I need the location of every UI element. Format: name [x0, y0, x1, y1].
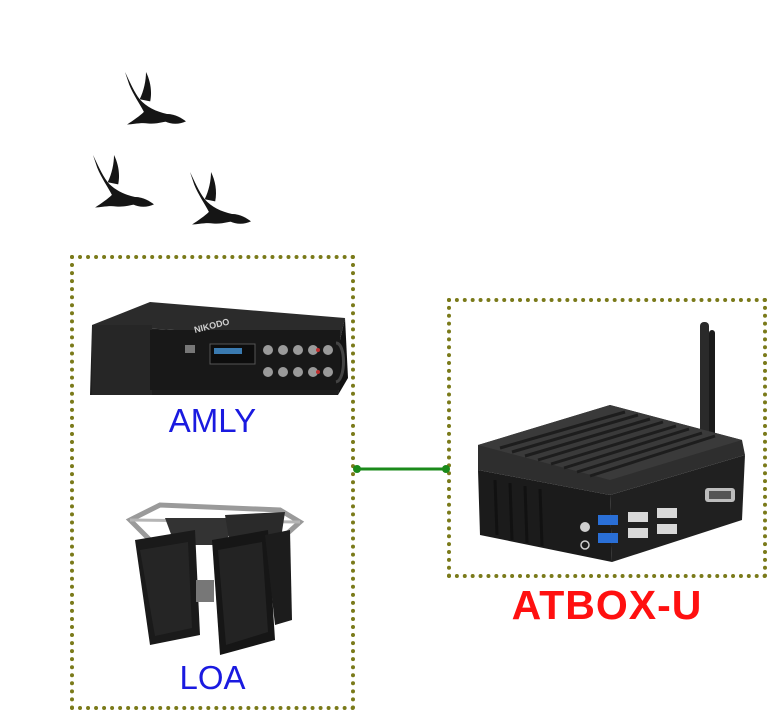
- connection-line: [353, 465, 450, 473]
- mini-pc-image: [478, 322, 745, 562]
- amplifier-image: NIKODO: [90, 302, 348, 395]
- speakers-label: LOA: [179, 659, 246, 696]
- device-group-box: [447, 298, 767, 578]
- bird-icon: [190, 172, 251, 225]
- device-label: ATBOX-U: [511, 582, 703, 628]
- bird-icon: [125, 72, 186, 125]
- bird-icon: [93, 155, 154, 208]
- horn-speaker-image: [125, 502, 305, 655]
- audio-group-box: [70, 255, 355, 710]
- amplifier-label: AMLY: [168, 402, 257, 439]
